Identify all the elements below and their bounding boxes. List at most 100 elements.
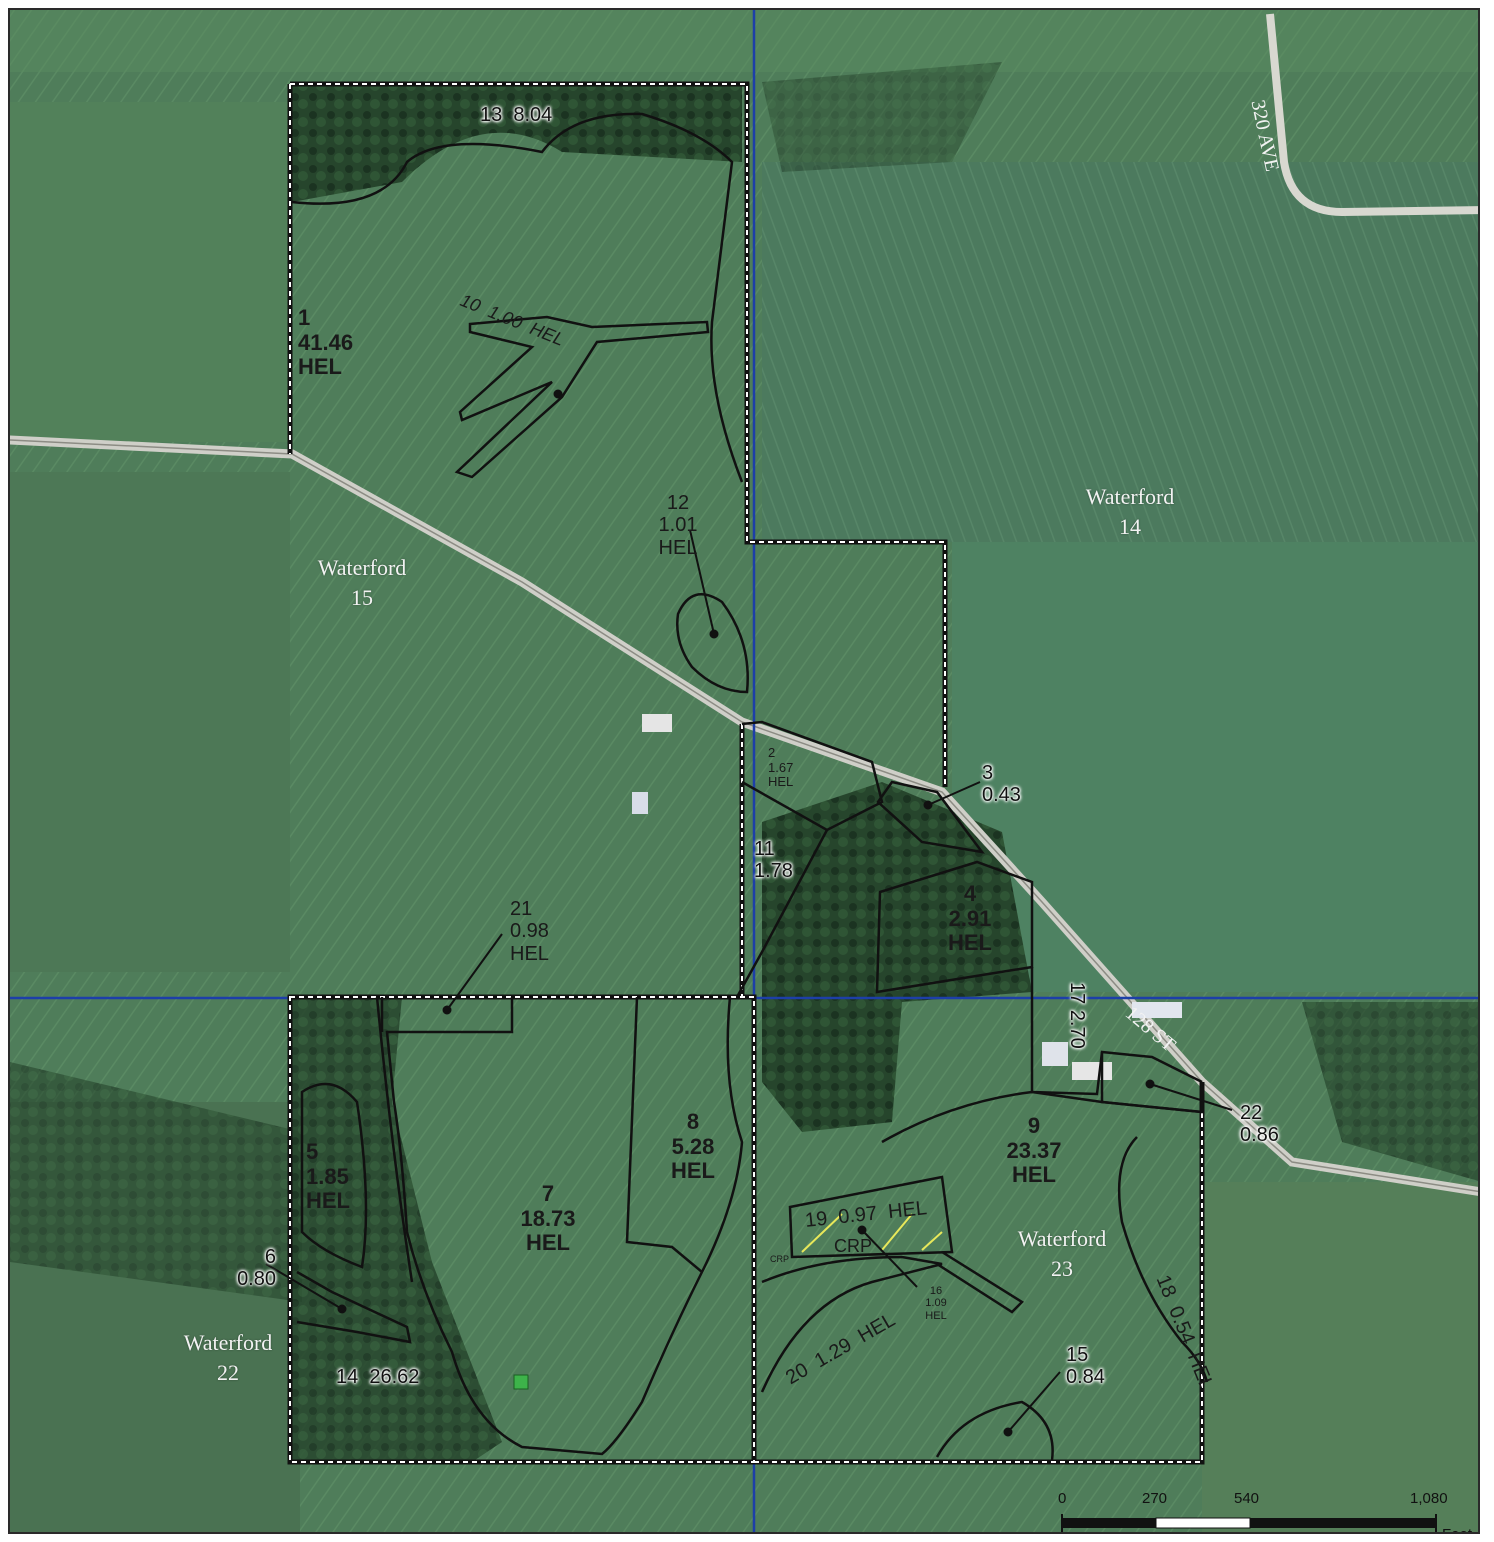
- leader-lines: [265, 389, 1233, 1437]
- scale-bar: 0 270 540 1,080 Feet: [1050, 1490, 1478, 1532]
- field-number: 21: [510, 898, 533, 920]
- field-number: 4: [963, 881, 977, 906]
- field-18-boundary: [1117, 1136, 1209, 1383]
- field-number: 3: [982, 762, 994, 784]
- township-label: Waterford 23: [992, 1224, 1132, 1283]
- field-label-4[interactable]: 4 2.91 HEL: [938, 881, 1002, 956]
- tree-belt-se: [1302, 1002, 1478, 1181]
- field-8-boundary: [625, 996, 703, 1273]
- field-number: 12: [666, 492, 690, 514]
- township-section: 14: [1119, 513, 1141, 539]
- field-acres: 0.43: [982, 784, 1021, 807]
- field-hel: HEL: [510, 942, 549, 965]
- township-name: Waterford: [1085, 484, 1175, 509]
- field-label-1[interactable]: 1 41.46 HEL: [298, 305, 354, 380]
- field-label-17[interactable]: 17 2.70: [1066, 982, 1088, 1049]
- field-acres: 23.37: [1006, 1137, 1062, 1163]
- township-label: Waterford 14: [1060, 482, 1200, 541]
- field-11-boundary: [735, 829, 829, 998]
- crp-label: CRP: [834, 1236, 873, 1256]
- township-section: 15: [351, 584, 373, 610]
- field-label-11[interactable]: 11 1.78: [754, 838, 793, 883]
- field-12-boundary: [676, 593, 749, 694]
- building: [632, 792, 648, 814]
- road-128-st-edge: [10, 439, 1478, 1193]
- field-acres: 41.46: [298, 329, 354, 355]
- field-ne: [762, 162, 1478, 542]
- field-number: 14: [336, 1366, 359, 1388]
- field-number: 16: [929, 1285, 943, 1297]
- field-acres: 8.04: [513, 104, 553, 126]
- field-label-3[interactable]: 3 0.43: [982, 762, 1021, 807]
- field-acres: 18.73: [520, 1205, 576, 1231]
- field-label-22[interactable]: 22 0.86: [1240, 1102, 1279, 1147]
- field-5-boundary: [300, 1082, 368, 1269]
- field-label-12[interactable]: 12 1.01 HEL: [648, 492, 708, 559]
- township-name: Waterford: [183, 1330, 273, 1355]
- building: [1072, 1062, 1112, 1080]
- field-hel: HEL: [886, 1197, 928, 1224]
- field-acres: 0.86: [1240, 1124, 1279, 1147]
- field-4-boundary: [875, 860, 1034, 994]
- field-label-14[interactable]: 14 26.62: [336, 1366, 419, 1388]
- field-number: 15: [1066, 1344, 1089, 1366]
- field-number: 19: [804, 1207, 829, 1232]
- field-7-8-boundary: [385, 996, 744, 1456]
- aerial-map[interactable]: [10, 10, 1480, 1534]
- field-20-boundary: [760, 1255, 943, 1393]
- field-acres: 1.09: [925, 1297, 947, 1310]
- field-1-boundary: [291, 112, 744, 483]
- field-6-boundary: [296, 1270, 412, 1344]
- field-acres: 26.62: [369, 1366, 420, 1388]
- field-10-boundary: [454, 315, 710, 479]
- field-hel: HEL: [306, 1188, 350, 1214]
- field-number: 13: [480, 104, 503, 126]
- field-acres: 1.67: [768, 759, 794, 775]
- field-acres: 0.80: [237, 1268, 276, 1291]
- field-acres: 0.98: [510, 920, 549, 943]
- field-3-boundary: [876, 780, 985, 854]
- field-number: 5: [306, 1139, 319, 1164]
- township-name: Waterford: [1017, 1226, 1107, 1251]
- scale-tick-label: 540: [1234, 1490, 1260, 1507]
- township-label: Waterford 22: [158, 1328, 298, 1387]
- field-se: [1202, 1182, 1478, 1532]
- field-number: 8: [686, 1109, 700, 1134]
- field-label-8[interactable]: 8 5.28 HEL: [660, 1109, 726, 1184]
- field-2-boundary: [741, 720, 884, 832]
- green-marker: [513, 1374, 529, 1390]
- field-w: [10, 472, 290, 972]
- field-number: 7: [541, 1181, 555, 1206]
- field-label-7[interactable]: 7 18.73 HEL: [508, 1181, 588, 1256]
- field-acres: 2.91: [948, 905, 992, 931]
- field-number: 2: [768, 745, 776, 760]
- field-number: 22: [1240, 1102, 1263, 1124]
- field-label-13[interactable]: 13 8.04: [480, 104, 552, 126]
- township-section: 23: [1051, 1255, 1073, 1281]
- scale-unit: Feet: [1442, 1526, 1472, 1532]
- tree-belt-center: [762, 782, 1032, 1132]
- field-acres: 1.85: [306, 1163, 349, 1189]
- township-name: Waterford: [317, 555, 407, 580]
- scale-tick-label: 0: [1058, 1490, 1067, 1507]
- field-acres: 1.01: [658, 514, 698, 537]
- field-label-21[interactable]: 21 0.98 HEL: [510, 898, 549, 965]
- tree-belt-sw: [10, 1062, 302, 1302]
- field-label-16[interactable]: 16 1.09 HEL: [916, 1285, 956, 1322]
- field-hel: HEL: [671, 1158, 715, 1184]
- field-label-5[interactable]: 5 1.85 HEL: [306, 1139, 350, 1214]
- field-number: 9: [1027, 1113, 1041, 1138]
- field-number: 17: [1066, 982, 1088, 1005]
- field-acres: 0.84: [1066, 1366, 1105, 1389]
- field-hel: HEL: [526, 1230, 570, 1256]
- field-19-boundary: [788, 1175, 954, 1259]
- field-nw: [10, 102, 290, 442]
- scale-bar-graphic: [1061, 1514, 1437, 1532]
- field-label-6[interactable]: 6 0.80: [220, 1246, 276, 1291]
- field-label-9[interactable]: 9 23.37 HEL: [994, 1113, 1074, 1188]
- field-label-15[interactable]: 15 0.84: [1066, 1344, 1105, 1389]
- field-acres: 0.97: [837, 1202, 879, 1229]
- crp-hatch: [801, 1213, 943, 1253]
- field-label-2[interactable]: 2 1.67 HEL: [768, 745, 794, 790]
- field-hel: HEL: [658, 536, 698, 559]
